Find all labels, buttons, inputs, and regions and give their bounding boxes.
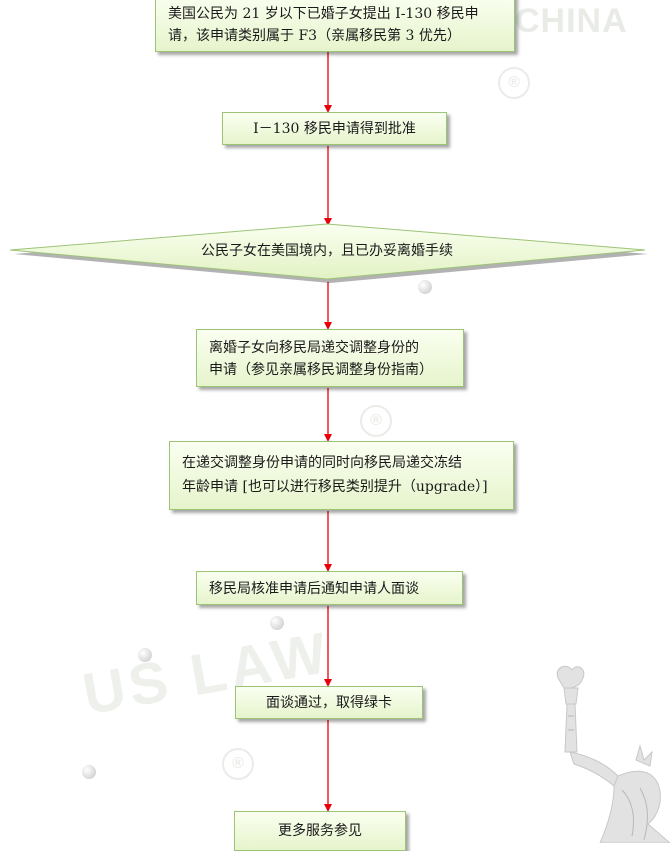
step-text-line: 美国公民为 21 岁以下已婚子女提出 I-130 移民申 (168, 6, 479, 22)
registered-mark-icon: ® (498, 67, 530, 99)
watermark-ball (418, 280, 432, 294)
flow-step-age-freeze: 在递交调整身份申请的同时向移民局递交冻结 年龄申请 [也可以进行移民类别提升（u… (169, 441, 514, 510)
decision-diamond (9, 223, 646, 280)
more-services-link[interactable]: 更多服务参见 (234, 811, 406, 851)
flow-step-i130-approved: I－130 移民申请得到批准 (222, 112, 447, 145)
watermark-ball (82, 765, 96, 779)
flow-step-i130-petition: 美国公民为 21 岁以下已婚子女提出 I-130 移民申 请，该申请类别属于 F… (155, 0, 515, 52)
flow-step-adjust-status: 离婚子女向移民局递交调整身份的 申请（参见亲属移民调整身份指南） (196, 329, 464, 387)
registered-mark-icon: ® (360, 405, 392, 437)
flow-step-green-card: 面谈通过，取得绿卡 (235, 686, 423, 719)
watermark-ball (270, 616, 284, 630)
step-text-line: 请，该申请类别属于 F3（亲属移民第 3 优先） (168, 28, 461, 44)
statue-of-liberty-icon (556, 665, 670, 843)
flow-step-interview-notice: 移民局核准申请后通知申请人面谈 (196, 571, 463, 605)
step-text-line: 申请（参见亲属移民调整身份指南） (209, 362, 433, 378)
step-text-line: 离婚子女向移民局递交调整身份的 (209, 340, 419, 356)
step-text-line: I－130 移民申请得到批准 (253, 121, 416, 137)
watermark-china: CHINA (515, 2, 628, 40)
step-text-line: 年龄申请 [也可以进行移民类别提升（upgrade）] (182, 479, 488, 495)
step-text-line: 更多服务参见 (278, 823, 362, 839)
step-text-line: 在递交调整身份申请的同时向移民局递交冻结 (182, 455, 462, 471)
step-text-line: 移民局核准申请后通知申请人面谈 (209, 581, 419, 597)
step-text-line: 面谈通过，取得绿卡 (266, 695, 392, 711)
decision-text: 公民子女在美国境内，且已办妥离婚手续 (201, 243, 453, 259)
registered-mark-icon: ® (222, 748, 254, 780)
watermark-ball (138, 648, 152, 662)
